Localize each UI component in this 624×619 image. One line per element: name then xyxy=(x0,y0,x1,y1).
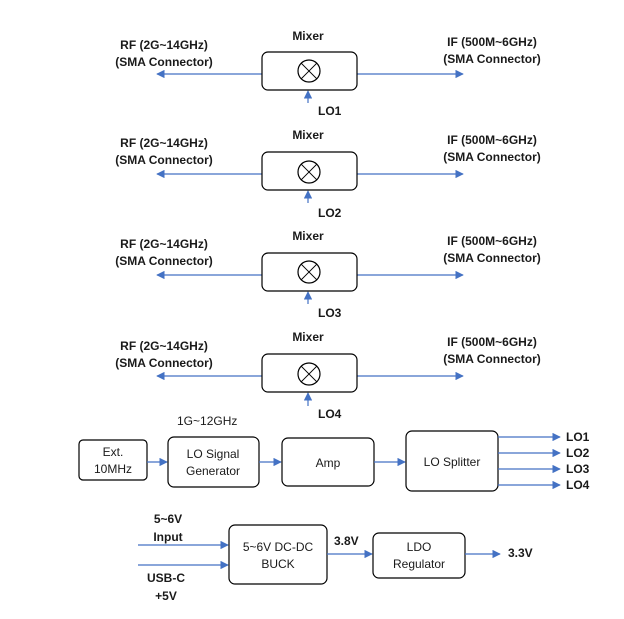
lo4-output-label: LO4 xyxy=(566,478,590,492)
amp-label: Amp xyxy=(316,456,341,470)
ldo-regulator-sublabel: Regulator xyxy=(393,557,445,571)
lo-splitter-box xyxy=(405,430,499,492)
mixer-title: Mixer xyxy=(292,229,324,243)
lo-generator-sublabel: Generator xyxy=(186,464,240,478)
if-port-sublabel: (SMA Connector) xyxy=(443,352,541,366)
if-port-label: IF (500M~6GHz) xyxy=(447,133,537,147)
if-port-sublabel: (SMA Connector) xyxy=(443,150,541,164)
dc-input-sublabel: Input xyxy=(153,530,182,544)
lo-generator-box xyxy=(167,436,260,488)
ext-ref-sublabel: 10MHz xyxy=(94,462,132,476)
if-port-sublabel: (SMA Connector) xyxy=(443,52,541,66)
rf-port-sublabel: (SMA Connector) xyxy=(115,356,213,370)
mixer-title: Mixer xyxy=(292,29,324,43)
usbc-input-label: USB-C xyxy=(147,571,185,585)
rf-port-sublabel: (SMA Connector) xyxy=(115,254,213,268)
mixer-stage-4: Mixer RF (2G~14GHz) (SMA Connector) IF (… xyxy=(115,330,541,421)
lo2-output-label: LO2 xyxy=(566,446,590,460)
lo-generator-label: LO Signal xyxy=(187,447,240,461)
lo1-output-label: LO1 xyxy=(566,430,590,444)
lo-label: LO2 xyxy=(318,206,342,220)
lo-label: LO1 xyxy=(318,104,342,118)
lo3-output-label: LO3 xyxy=(566,462,590,476)
lo-splitter-label: LO Splitter xyxy=(424,455,481,469)
rf-port-label: RF (2G~14GHz) xyxy=(120,339,208,353)
ldo-output-voltage: 3.3V xyxy=(508,546,533,560)
mixer-icon xyxy=(297,362,321,386)
lo-chain: 1G~12GHz Ext. 10MHz LO Signal Generator … xyxy=(78,414,590,492)
lo-label: LO3 xyxy=(318,306,342,320)
ext-ref-box xyxy=(78,439,148,481)
buck-converter-box xyxy=(228,524,328,585)
mixer-stage-1: Mixer RF (2G~14GHz) (SMA Connector) IF (… xyxy=(115,29,541,118)
buck-output-voltage: 3.8V xyxy=(334,534,359,548)
dc-input-label: 5~6V xyxy=(154,512,182,526)
rf-port-label: RF (2G~14GHz) xyxy=(120,237,208,251)
ext-ref-label: Ext. xyxy=(103,445,124,459)
lo-label: LO4 xyxy=(318,407,342,421)
mixer-title: Mixer xyxy=(292,128,324,142)
ldo-regulator-box xyxy=(372,532,466,579)
if-port-label: IF (500M~6GHz) xyxy=(447,335,537,349)
rf-port-label: RF (2G~14GHz) xyxy=(120,136,208,150)
mixer-icon xyxy=(297,260,321,284)
if-port-label: IF (500M~6GHz) xyxy=(447,234,537,248)
if-port-sublabel: (SMA Connector) xyxy=(443,251,541,265)
rf-port-sublabel: (SMA Connector) xyxy=(115,153,213,167)
mixer-title: Mixer xyxy=(292,330,324,344)
mixer-stage-2: Mixer RF (2G~14GHz) (SMA Connector) IF (… xyxy=(115,128,541,220)
lo-frequency-range-label: 1G~12GHz xyxy=(177,414,237,428)
power-section: 5~6V Input USB-C +5V 5~6V DC-DC BUCK 3.8… xyxy=(138,512,533,603)
buck-converter-label: 5~6V DC-DC xyxy=(243,540,314,554)
mixer-icon xyxy=(297,160,321,184)
rf-port-sublabel: (SMA Connector) xyxy=(115,55,213,69)
usbc-input-sublabel: +5V xyxy=(155,589,177,603)
mixer-icon xyxy=(297,59,321,83)
ldo-regulator-label: LDO xyxy=(407,540,432,554)
if-port-label: IF (500M~6GHz) xyxy=(447,35,537,49)
mixer-stage-3: Mixer RF (2G~14GHz) (SMA Connector) IF (… xyxy=(115,229,541,320)
buck-converter-sublabel: BUCK xyxy=(261,557,294,571)
rf-port-label: RF (2G~14GHz) xyxy=(120,38,208,52)
